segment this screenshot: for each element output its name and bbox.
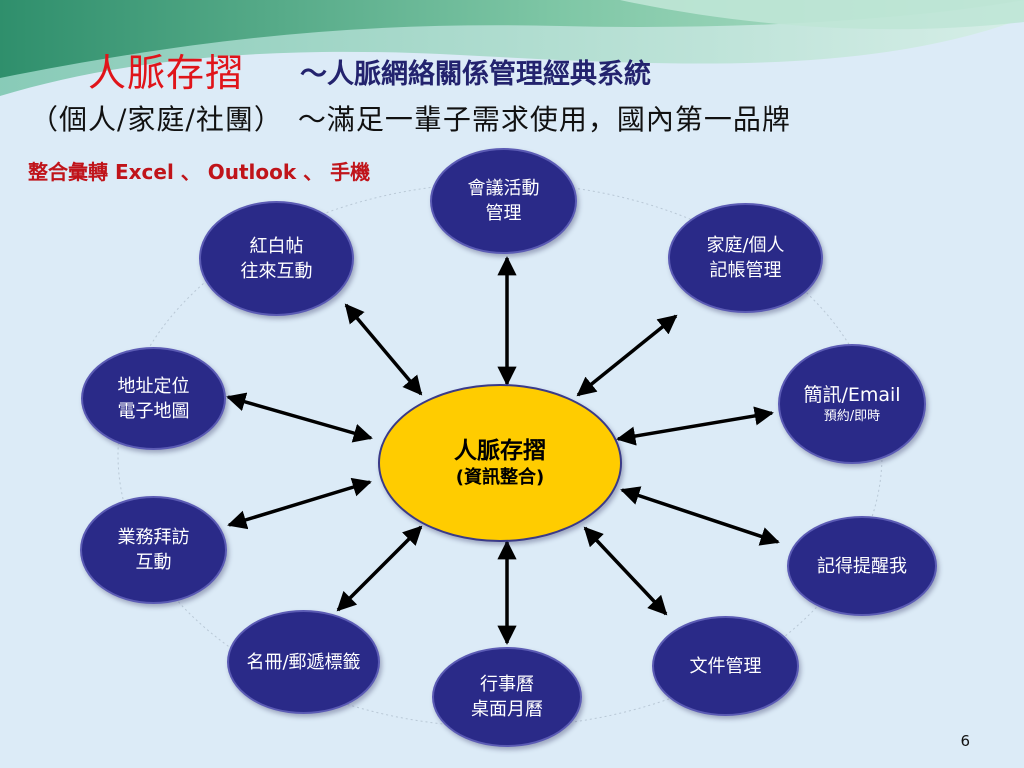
arrow-sms	[616, 406, 774, 446]
node-sms-line1: 簡訊/Email	[803, 383, 901, 406]
node-labels: 名冊/郵遞標籤	[227, 610, 380, 714]
node-map-line1: 地址定位	[117, 375, 190, 397]
node-meeting-line1: 會議活動	[467, 178, 540, 199]
page-number: 6	[960, 732, 970, 750]
node-sms: 簡訊/Email 預約/即時	[778, 344, 926, 464]
node-visit-line1: 業務拜訪	[117, 527, 190, 548]
node-visit: 業務拜訪 互動	[80, 496, 227, 604]
title-main: 人脈存摺	[88, 51, 245, 95]
node-calendar-line2: 桌面月曆	[471, 699, 543, 720]
node-map-line2: 電子地圖	[117, 400, 190, 422]
title-subtitle: ～人脈網絡關係管理經典系統	[300, 59, 651, 90]
arrow-reminder	[620, 486, 780, 546]
node-reminder: 記得提醒我	[787, 516, 937, 616]
arrow-family	[576, 314, 678, 397]
node-map: 地址定位 電子地圖	[81, 347, 226, 450]
node-labels-line1: 名冊/郵遞標籤	[246, 651, 361, 673]
arrow-visit	[227, 477, 372, 530]
hub-sublabel: (資訊整合)	[455, 467, 545, 488]
node-sms-line2: 預約/即時	[823, 408, 881, 424]
node-family: 家庭/個人 記帳管理	[668, 203, 823, 313]
top-wave-accent	[620, 0, 1024, 30]
node-visit-line2: 互動	[135, 552, 172, 573]
arrow-map	[226, 392, 373, 443]
node-family-line2: 記帳管理	[709, 260, 782, 281]
arrow-docs	[583, 526, 668, 616]
node-meeting-line2: 管理	[485, 203, 522, 224]
title-tagline: （個人/家庭/社團） ～滿足一輩子需求使用，國內第一品牌	[30, 103, 791, 136]
node-meeting: 會議活動 管理	[430, 148, 577, 254]
node-redwhite: 紅白帖 往來互動	[199, 201, 354, 316]
node-docs-line1: 文件管理	[689, 655, 762, 677]
node-calendar-line1: 行事曆	[480, 674, 534, 695]
arrow-labels	[336, 525, 423, 612]
node-reminder-line1: 記得提醒我	[817, 555, 907, 577]
arrow-redwhite	[344, 303, 423, 396]
hub-node: 人脈存摺 (資訊整合)	[378, 384, 622, 542]
node-calendar: 行事曆 桌面月曆	[432, 647, 582, 747]
node-redwhite-line2: 往來互動	[240, 260, 313, 282]
connector-arrows	[226, 256, 780, 645]
node-redwhite-line1: 紅白帖	[249, 235, 304, 257]
node-family-line1: 家庭/個人	[706, 235, 785, 256]
integration-note: 整合彙轉 Excel 、 Outlook 、 手機	[28, 160, 371, 184]
node-docs: 文件管理	[652, 616, 799, 716]
hub-label: 人脈存摺	[454, 438, 546, 464]
